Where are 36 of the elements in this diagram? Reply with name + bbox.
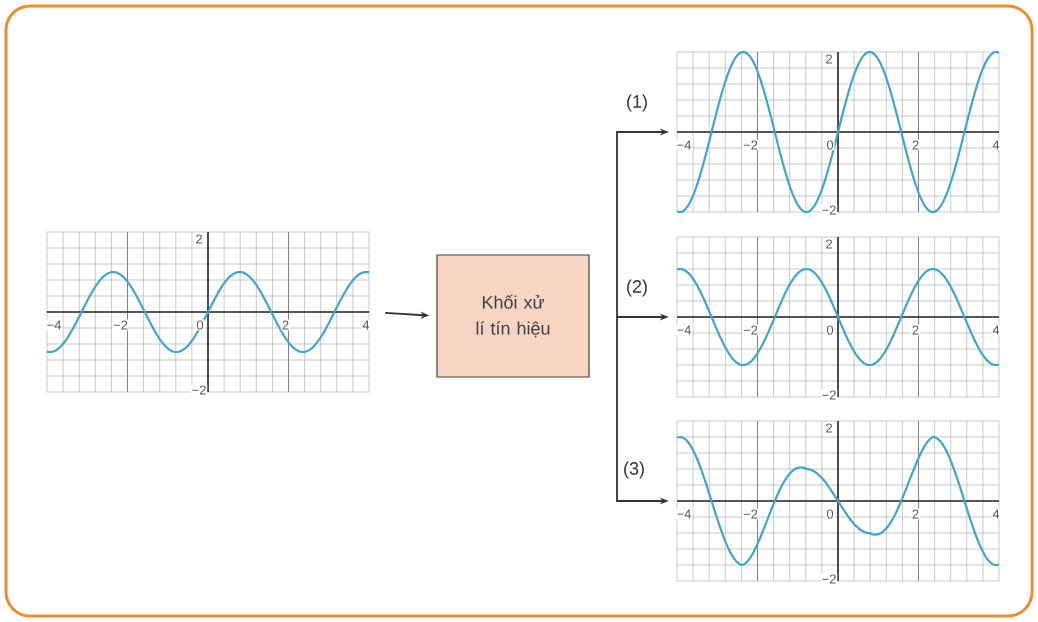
tick-label: 2 [281, 319, 290, 331]
tick-label: 0 [195, 319, 205, 331]
tick-label: −2 [742, 139, 759, 151]
tick-label: 4 [991, 508, 1001, 520]
tick-label: 0 [825, 139, 835, 151]
graph-drawing [676, 50, 1000, 214]
graph-drawing [676, 420, 1000, 582]
edge-label: (1) [625, 93, 649, 113]
tick-label: 0 [825, 324, 835, 336]
tick-label: −4 [675, 139, 693, 151]
tick-label: −4 [675, 324, 693, 336]
graph-drawing [46, 231, 370, 393]
tick-label: 2 [824, 53, 834, 65]
tick-label: 2 [911, 324, 920, 336]
tick-label: −2 [112, 319, 129, 331]
tick-label: 0 [825, 508, 835, 520]
tick-label: −4 [675, 508, 693, 520]
tick-label: 4 [361, 319, 371, 331]
graph-drawing [676, 236, 1000, 398]
tick-label: −2 [742, 508, 759, 520]
tick-label: 4 [991, 139, 1001, 151]
tick-label: 2 [824, 238, 834, 250]
tick-label: −2 [820, 204, 838, 216]
tick-label: −2 [742, 324, 759, 336]
tick-label: −2 [820, 389, 838, 401]
tick-label: −4 [45, 319, 63, 331]
tick-label: 2 [194, 233, 204, 245]
tick-label: −2 [820, 573, 838, 585]
edge-label: (2) [625, 278, 649, 298]
tick-label: 2 [911, 508, 920, 520]
tick-label: −2 [190, 384, 208, 396]
tick-label: 2 [911, 139, 920, 151]
tick-label: 2 [824, 422, 834, 434]
tick-label: 4 [991, 324, 1001, 336]
process-box: Khối xử lí tín hiệu [436, 254, 590, 378]
edge-label: (3) [622, 460, 646, 480]
